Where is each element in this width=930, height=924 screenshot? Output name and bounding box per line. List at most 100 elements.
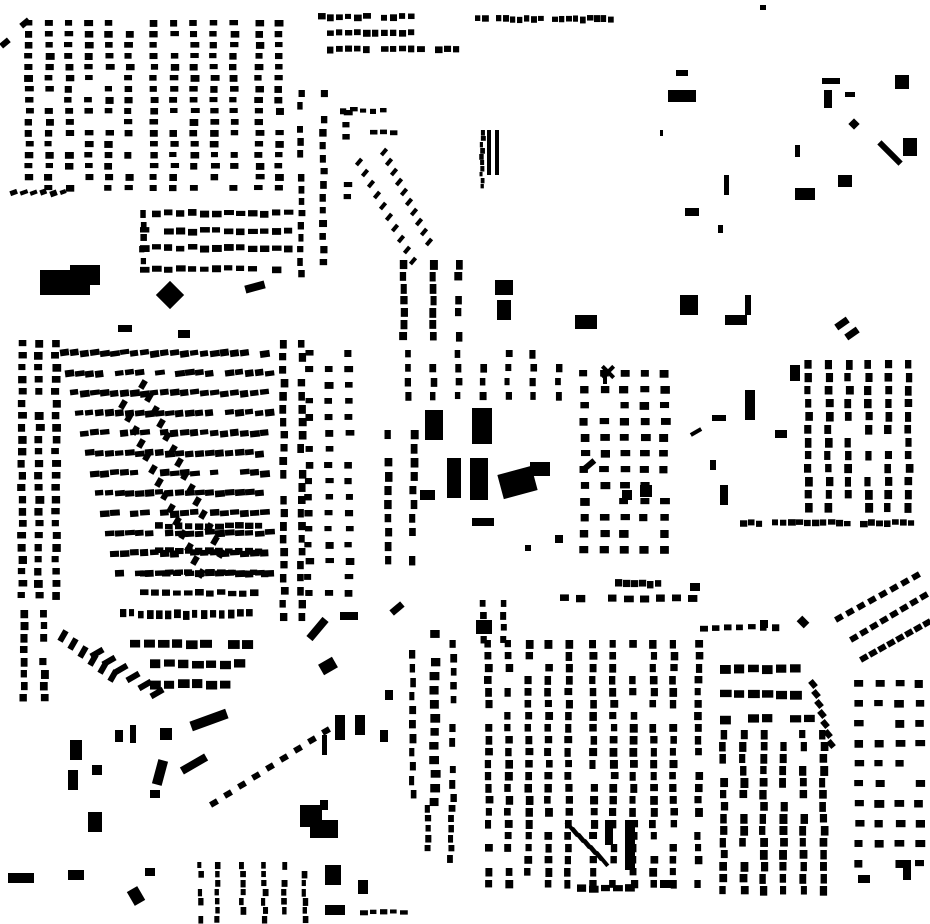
building <box>99 349 111 358</box>
building <box>125 670 141 684</box>
building <box>139 246 145 253</box>
building <box>194 409 204 417</box>
building <box>151 589 159 596</box>
building <box>384 542 392 552</box>
building <box>99 389 110 397</box>
building <box>590 808 598 816</box>
building <box>45 119 54 126</box>
building <box>275 174 284 181</box>
building <box>874 760 883 767</box>
building <box>151 759 169 786</box>
building <box>124 490 135 497</box>
building <box>228 640 240 649</box>
building <box>168 444 178 455</box>
building <box>496 15 502 22</box>
building <box>149 163 159 169</box>
building <box>297 379 306 387</box>
building <box>192 660 204 669</box>
building <box>224 529 235 536</box>
building <box>234 408 245 417</box>
building <box>173 570 182 576</box>
building <box>324 398 333 404</box>
building <box>895 633 905 643</box>
building <box>385 472 393 482</box>
building <box>179 509 190 517</box>
building <box>565 712 572 721</box>
building <box>825 477 834 487</box>
building <box>404 197 414 207</box>
building <box>619 530 629 538</box>
building <box>429 700 439 709</box>
building <box>620 482 630 489</box>
building <box>884 464 891 474</box>
building <box>619 418 630 426</box>
building <box>740 862 749 872</box>
building <box>640 595 650 603</box>
building <box>205 523 213 530</box>
building <box>8 873 34 883</box>
building <box>254 97 263 104</box>
building <box>175 522 183 530</box>
building <box>724 175 729 195</box>
building <box>327 46 334 54</box>
building <box>399 187 409 197</box>
building <box>264 370 275 377</box>
building <box>409 514 416 523</box>
building <box>800 862 807 872</box>
building <box>609 760 618 769</box>
building <box>255 86 264 93</box>
building <box>824 425 832 434</box>
building <box>65 185 75 192</box>
building <box>230 31 240 38</box>
building <box>599 514 610 521</box>
building <box>125 64 135 71</box>
building <box>370 108 377 114</box>
building <box>115 730 123 742</box>
building <box>756 520 763 527</box>
building <box>670 664 678 672</box>
building <box>70 740 82 760</box>
building <box>235 522 244 529</box>
building <box>190 53 199 59</box>
building <box>495 280 513 295</box>
building <box>325 865 341 885</box>
building <box>504 820 513 828</box>
building <box>274 185 283 191</box>
building <box>525 796 534 805</box>
building <box>149 75 157 81</box>
building <box>859 653 869 663</box>
building <box>158 639 170 648</box>
building <box>544 700 552 708</box>
building <box>838 175 852 187</box>
building <box>244 488 255 496</box>
building <box>240 889 246 896</box>
building <box>219 430 229 438</box>
building <box>780 519 787 526</box>
building <box>140 227 150 233</box>
building <box>545 808 553 817</box>
building <box>18 352 27 359</box>
building <box>298 496 306 504</box>
building <box>429 756 439 765</box>
building <box>215 880 221 887</box>
building <box>298 613 306 622</box>
building <box>79 349 90 358</box>
building <box>169 97 178 103</box>
building <box>34 448 43 455</box>
building <box>844 464 852 474</box>
building <box>601 884 610 892</box>
building <box>217 589 226 595</box>
building <box>799 790 808 799</box>
building <box>390 223 400 233</box>
building <box>150 64 159 70</box>
building <box>720 814 727 824</box>
building <box>224 228 234 235</box>
building <box>808 679 818 689</box>
building <box>190 163 198 170</box>
building <box>639 402 650 410</box>
building <box>205 547 214 555</box>
building <box>149 31 158 38</box>
building <box>819 814 828 823</box>
building <box>610 724 618 732</box>
building <box>495 130 499 175</box>
